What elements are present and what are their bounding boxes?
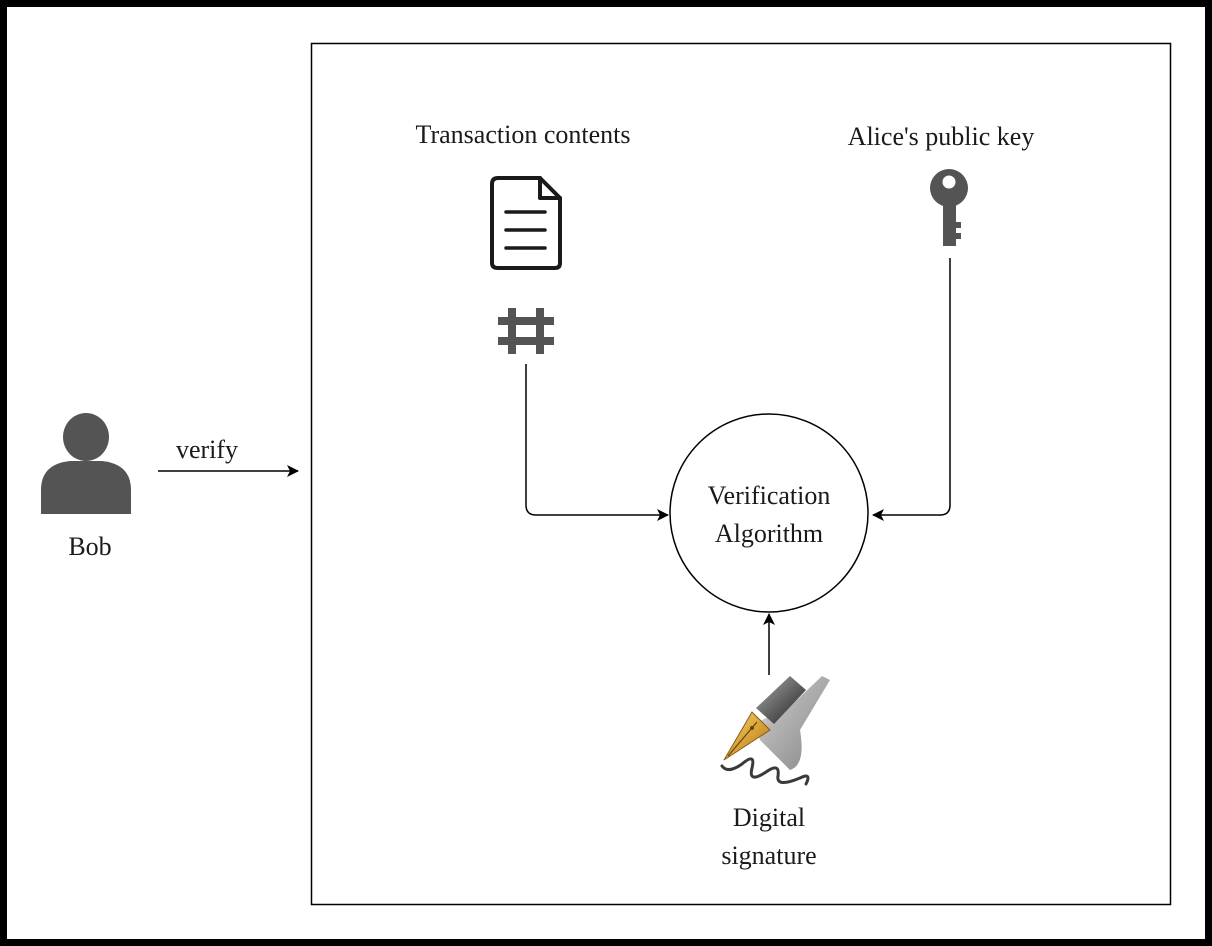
key-to-algorithm-edge	[872, 258, 951, 521]
hash-icon	[498, 308, 554, 354]
verification-algorithm-node	[669, 413, 869, 613]
digital-signature-label: Digital signature	[721, 799, 816, 875]
verification-algorithm-line1: Verification	[707, 481, 831, 510]
verify-edge-label: verify	[175, 435, 239, 464]
actor-name-label: Bob	[68, 532, 112, 561]
digital-signature-line2: signature	[721, 841, 817, 870]
system-boundary	[310, 42, 1172, 906]
user-icon	[41, 413, 131, 514]
verification-algorithm-label: Verification Algorithm	[708, 477, 831, 553]
digital-signature-line1: Digital	[732, 803, 806, 832]
verification-algorithm-line2: Algorithm	[714, 519, 824, 548]
document-icon	[490, 176, 562, 270]
public-key-label: Alice's public key	[847, 122, 1035, 151]
key-hole	[942, 175, 956, 189]
transaction-contents-label: Transaction contents	[415, 120, 631, 149]
hash-to-algorithm-edge	[525, 364, 669, 521]
diagram-canvas	[7, 7, 1205, 939]
fountain-pen-icon	[720, 676, 830, 786]
